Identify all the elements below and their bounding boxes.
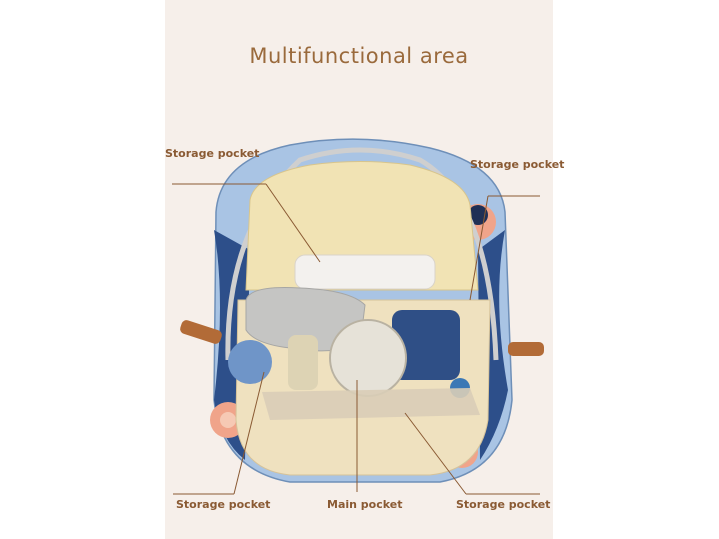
label-main-pocket: Main pocket	[327, 498, 403, 511]
page-title: Multifunctional area	[249, 44, 469, 68]
label-storage-pocket-bottom-left: Storage pocket	[176, 498, 271, 511]
label-storage-pocket-top-left: Storage pocket	[165, 147, 260, 160]
label-storage-pocket-bottom-right: Storage pocket	[456, 498, 551, 511]
label-storage-pocket-top-right: Storage pocket	[470, 158, 565, 171]
